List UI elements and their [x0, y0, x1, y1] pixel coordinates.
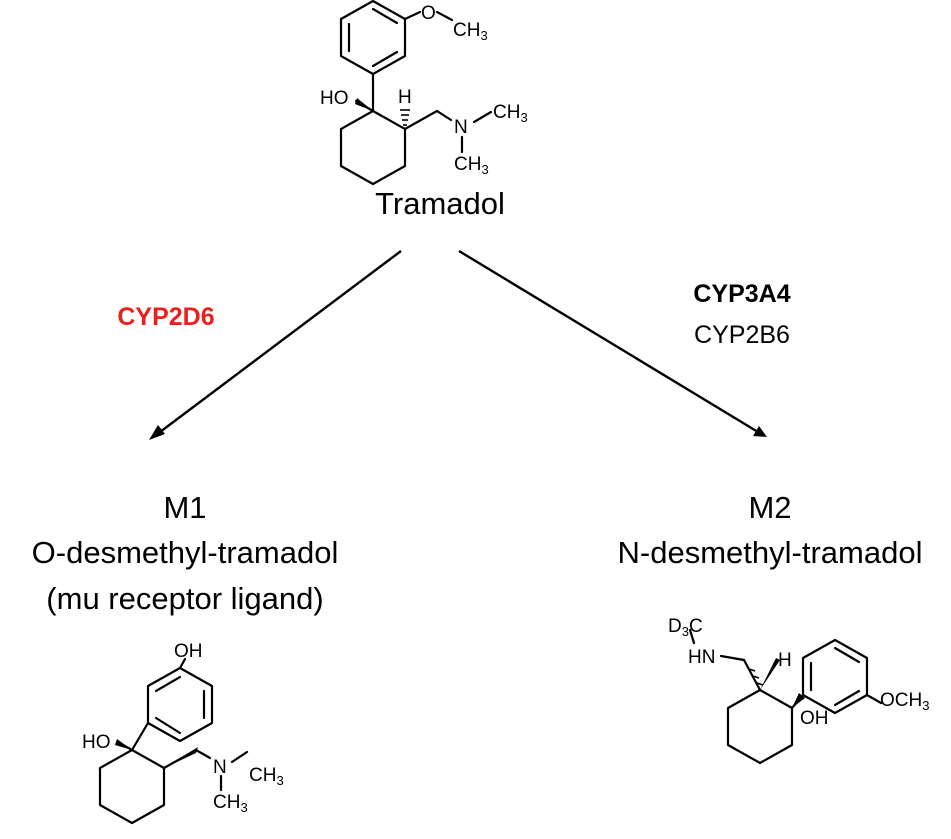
m1-name: O-desmethyl-tramadol [31, 535, 339, 570]
m2-d: D [668, 616, 682, 637]
tramadol-ch3-top: CH [453, 20, 480, 41]
svg-text:CH3: CH3 [249, 765, 284, 788]
enzyme-cyp3a4: CYP3A4 [693, 280, 791, 308]
m2-och3: OCH [880, 690, 922, 711]
tramadol-methoxy-o: O [421, 3, 436, 24]
svg-text:CH3: CH3 [453, 20, 488, 43]
arrow-to-m2 [458, 249, 759, 434]
svg-text:CH3: CH3 [454, 154, 489, 177]
m1-ch3-down: CH [213, 792, 240, 813]
tramadol-label: Tramadol [375, 186, 505, 221]
tramadol-ch3-right: CH [493, 102, 520, 123]
svg-text:CH3: CH3 [213, 792, 248, 815]
m2-hn: HN [688, 647, 715, 668]
m1-oh: OH [174, 641, 203, 662]
svg-text:OCH3: OCH3 [880, 690, 929, 713]
enzyme-cyp2d6: CYP2D6 [117, 303, 215, 331]
enzyme-cyp2b6: CYP2B6 [694, 321, 790, 349]
tramadol-n: N [454, 117, 468, 138]
m2-code: M2 [748, 490, 792, 525]
m2-name: N-desmethyl-tramadol [617, 535, 923, 570]
tramadol-h: H [398, 87, 412, 108]
m2-oh: OH [800, 708, 829, 729]
m1-note: (mu receptor ligand) [46, 581, 324, 616]
m1-ch3-right: CH [249, 765, 276, 786]
m2-h: H [778, 650, 792, 671]
svg-text:CH3: CH3 [493, 102, 528, 125]
m1-code: M1 [163, 490, 207, 525]
m1-n: N [213, 757, 227, 778]
tramadol-ch3-down: CH [454, 154, 481, 175]
arrow-to-m1 [159, 250, 402, 433]
m1-ho: HO [82, 732, 111, 753]
svg-text:D3C: D3C [668, 616, 703, 639]
tramadol-ho: HO [320, 88, 349, 109]
